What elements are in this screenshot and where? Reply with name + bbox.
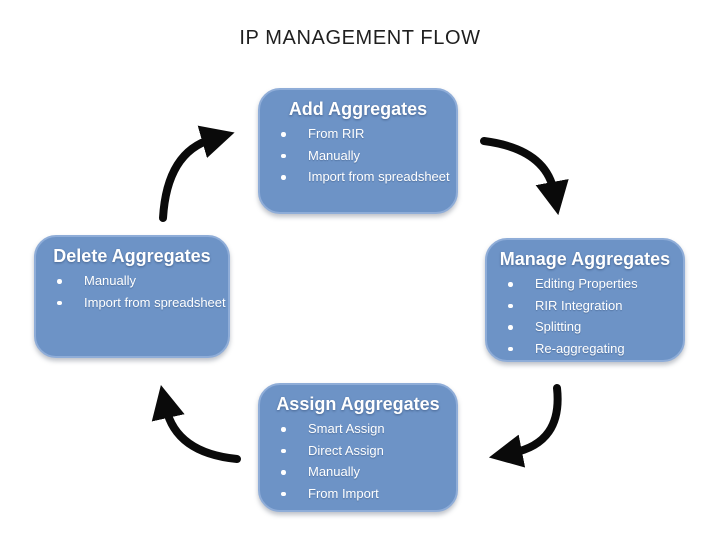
bullet-dot-icon (508, 282, 513, 287)
bullet-dot-icon (281, 491, 286, 496)
curved-arrow-delete-to-add-icon (159, 125, 235, 222)
bullet-item: Manually (274, 461, 450, 483)
box-manage-aggregates: Manage Aggregates Editing Properties RIR… (485, 238, 685, 362)
bullet-label: Import from spreadsheet (84, 294, 226, 310)
bullet-item: Smart Assign (274, 418, 450, 440)
bullet-label: Import from spreadsheet (308, 169, 450, 184)
bullet-item: Manually (274, 145, 450, 167)
bullet-list: From RIR Manually Import from spreadshee… (260, 123, 456, 188)
bullet-dot-icon (508, 303, 513, 308)
bullet-item: From RIR (274, 123, 450, 145)
bullet-label: Smart Assign (308, 421, 385, 436)
bullet-item: Re-aggregating (501, 338, 677, 360)
bullet-dot-icon (57, 300, 62, 305)
bullet-item: RIR Integration (501, 295, 677, 317)
bullet-list: Manually Import from spreadsheet (36, 270, 228, 313)
bullet-dot-icon (508, 346, 513, 351)
bullet-item: From Import (274, 483, 450, 505)
bullet-label: Splitting (535, 319, 582, 334)
box-delete-aggregates: Delete Aggregates Manually Import from s… (34, 235, 230, 358)
bullet-label: Manually (84, 273, 137, 288)
box-add-aggregates: Add Aggregates From RIR Manually Import … (258, 88, 458, 214)
bullet-dot-icon (281, 427, 286, 432)
box-heading: Delete Aggregates (53, 246, 211, 266)
box-assign-aggregates: Assign Aggregates Smart Assign Direct As… (258, 383, 458, 512)
bullet-item: Direct Assign (274, 440, 450, 462)
bullet-label: Editing Properties (535, 276, 638, 291)
bullet-item: Editing Properties (501, 273, 677, 295)
bullet-label: RIR Integration (535, 297, 623, 313)
bullet-label: Re-aggregating (535, 340, 625, 356)
bullet-label: From Import (308, 485, 379, 501)
bullet-label: Manually (308, 464, 361, 479)
curved-arrow-assign-to-delete-icon (151, 385, 241, 463)
bullet-item: Splitting (501, 316, 677, 338)
bullet-list: Smart Assign Direct Assign Manually From… (260, 418, 456, 504)
bullet-dot-icon (57, 279, 62, 284)
box-heading: Assign Aggregates (276, 394, 440, 414)
bullet-dot-icon (281, 132, 286, 137)
bullet-item: Import from spreadsheet (274, 166, 450, 188)
box-heading: Add Aggregates (288, 99, 428, 119)
bullet-dot-icon (281, 153, 286, 158)
bullet-label: From RIR (308, 126, 365, 141)
box-heading: Manage Aggregates (499, 249, 671, 269)
bullet-label: Direct Assign (308, 442, 384, 458)
bullet-item: Manually (50, 270, 222, 292)
curved-arrow-manage-to-assign-icon (488, 384, 562, 468)
diagram-title: IP MANAGEMENT FLOW (239, 27, 481, 49)
bullet-dot-icon (281, 448, 286, 453)
bullet-list: Editing Properties RIR Integration Split… (487, 273, 683, 359)
bullet-item: Import from spreadsheet (50, 292, 226, 314)
bullet-dot-icon (508, 325, 513, 330)
bullet-dot-icon (281, 175, 286, 180)
bullet-dot-icon (281, 470, 286, 475)
bullet-label: Manually (308, 147, 361, 163)
curved-arrow-add-to-manage-icon (480, 137, 569, 216)
